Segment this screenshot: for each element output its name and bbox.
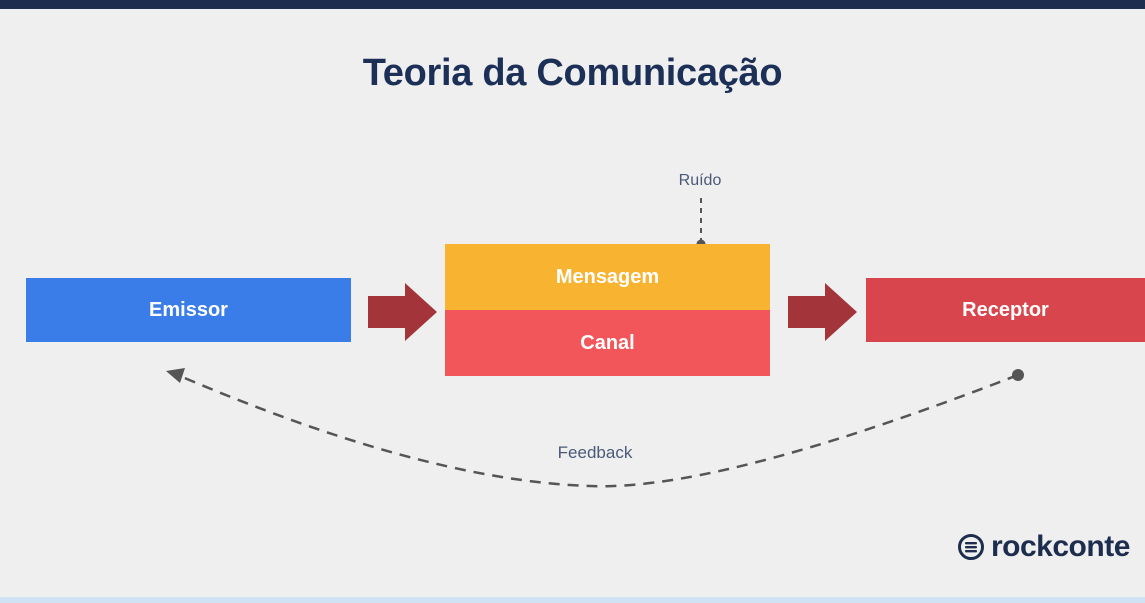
bottom-border: [0, 597, 1145, 603]
brand-logo: rockconte: [957, 527, 1130, 567]
feedback-label: Feedback: [557, 443, 633, 462]
feedback-start-dot: [1012, 369, 1024, 381]
noise-label: Ruído: [678, 172, 722, 189]
mensagem-box: Mensagem: [445, 244, 770, 310]
emissor-label: Emissor: [149, 298, 228, 321]
canal-label: Canal: [580, 331, 635, 354]
rockcontent-logo-icon: [958, 534, 984, 560]
feedback-arrowhead: [166, 368, 185, 383]
top-border: [0, 0, 1145, 9]
arrow-canal-to-receptor: [788, 283, 857, 341]
canal-box: Canal: [445, 310, 770, 376]
emissor-box: Emissor: [26, 278, 351, 342]
receptor-label: Receptor: [962, 298, 1049, 321]
page-title: Teoria da Comunicação: [362, 52, 783, 94]
arrow-emissor-to-canal: [368, 283, 437, 341]
receptor-box: Receptor: [866, 278, 1145, 342]
mensagem-label: Mensagem: [555, 265, 660, 288]
feedback-curve: [179, 373, 1019, 488]
brand-logo-text: rockconte: [991, 530, 1130, 563]
